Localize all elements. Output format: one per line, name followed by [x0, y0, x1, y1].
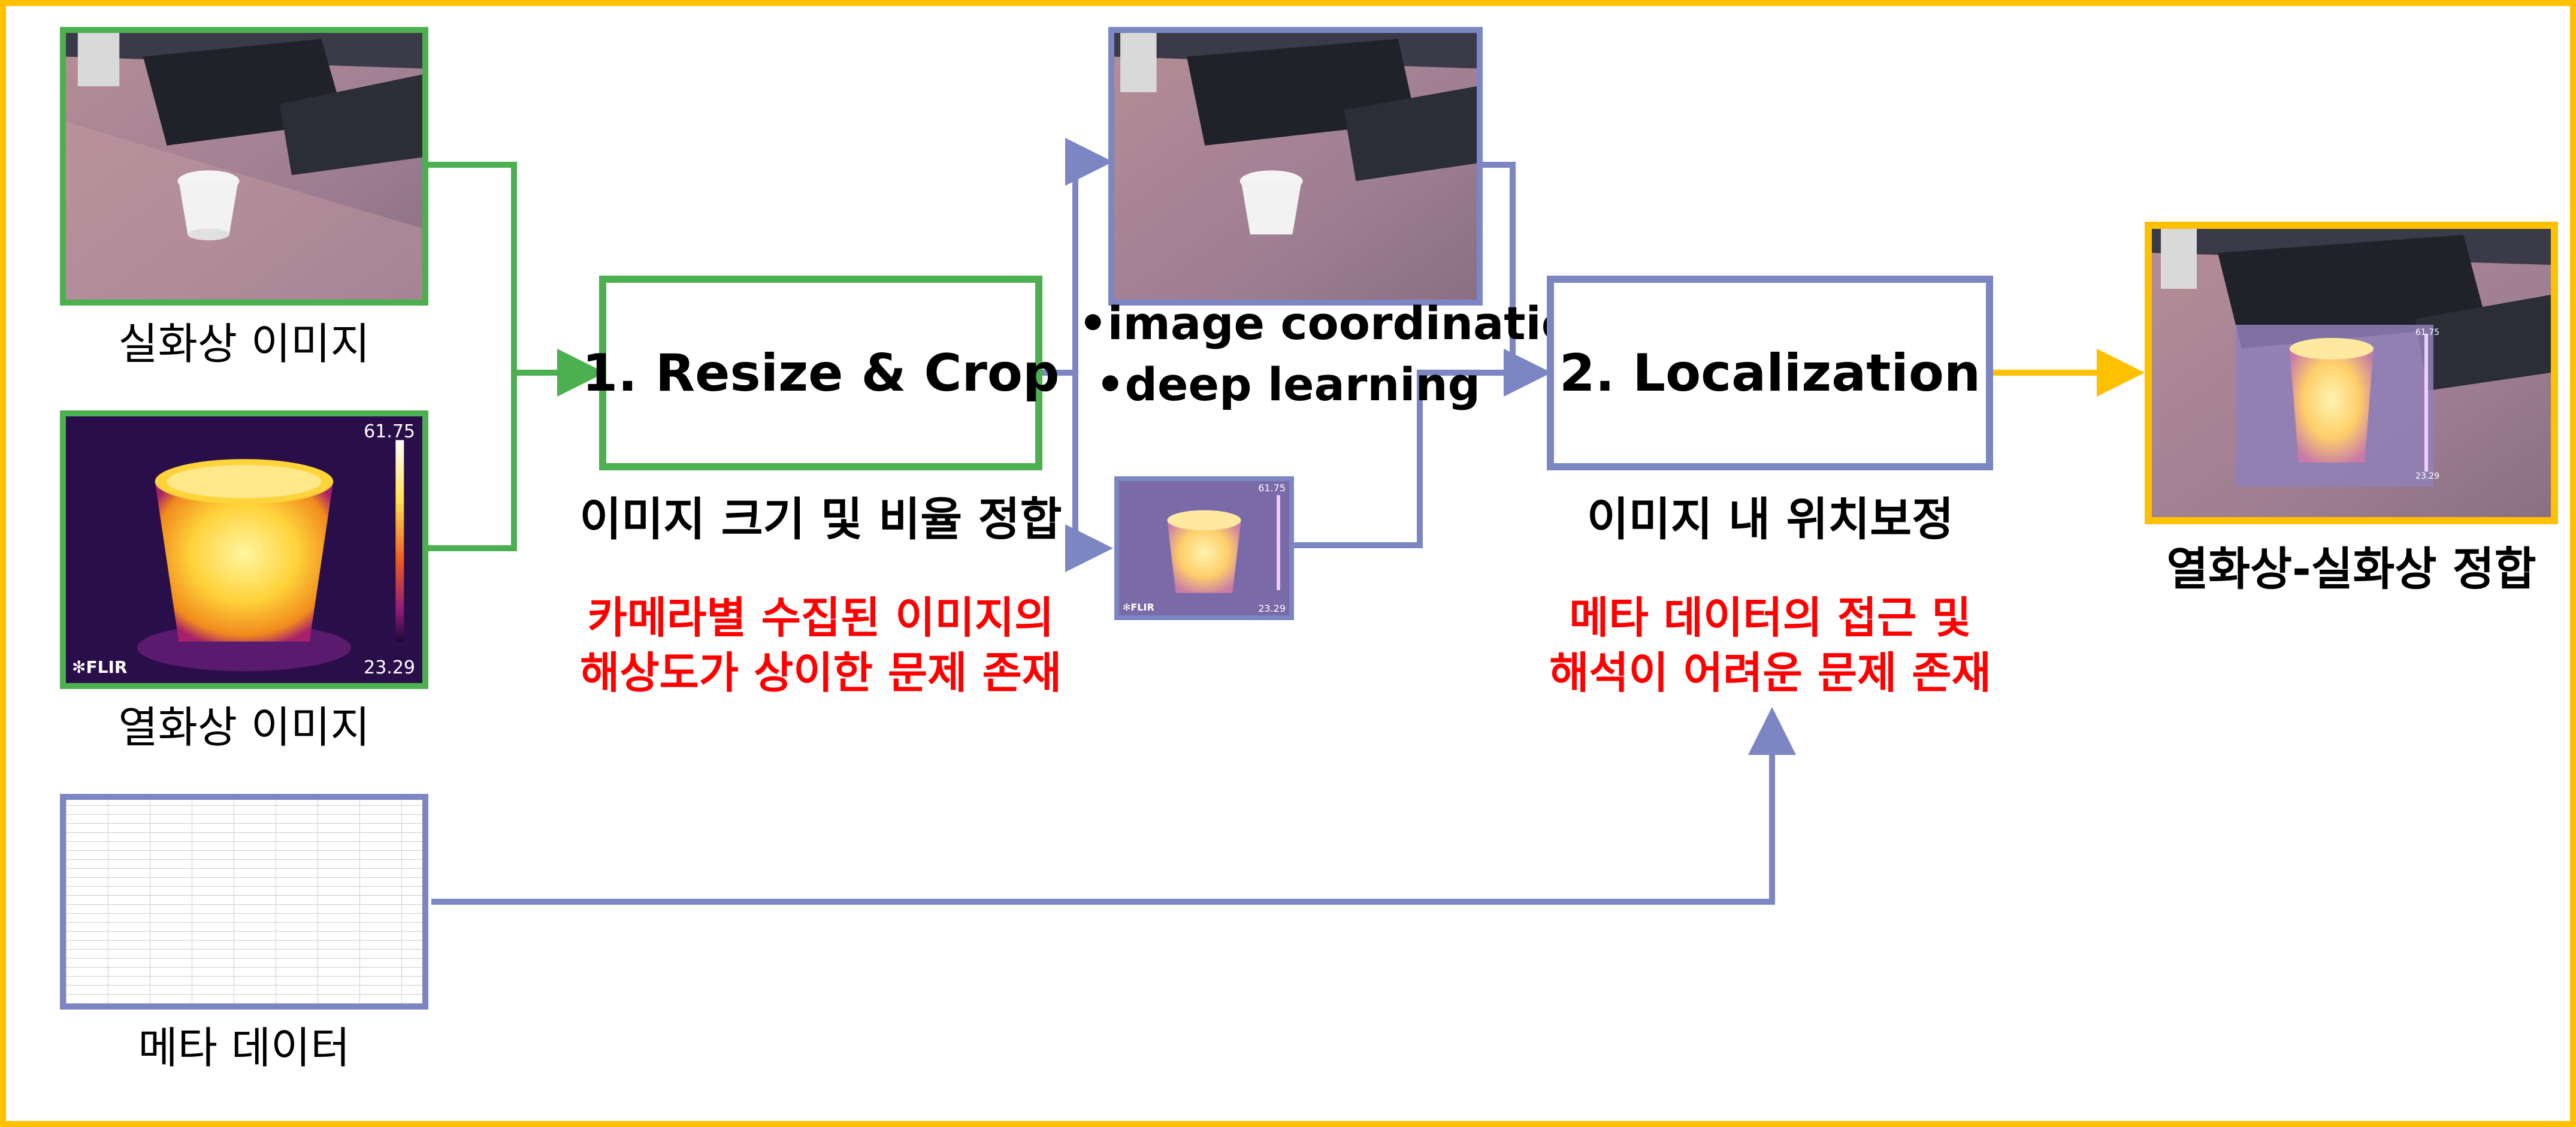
step1-caption: 이미지 크기 및 비율 정합 [579, 493, 1062, 546]
thermal-image-label: 열화상 이미지 [118, 702, 370, 753]
flir-icon: ✻ [72, 657, 86, 677]
blue-connector-step1-out [1039, 138, 1113, 376]
step1-problem-line1: 카메라별 수집된 이미지의 [587, 593, 1054, 643]
bullet-image-coordination: •image coordination [1078, 297, 1606, 350]
metadata-label: 메타 데이터 [138, 1023, 350, 1073]
step1-problem-line2: 해상도가 상이한 문제 존재 [580, 648, 1062, 698]
step2-caption: 이미지 내 위치보정 [1586, 493, 1954, 546]
output-overlay-max: 61.75 [2415, 328, 2440, 337]
output-overlay-min: 23.29 [2415, 472, 2440, 481]
rgb-photo-illustration [66, 33, 422, 300]
middle-thermal-image: 61.75 23.29 ✻FLIR [1114, 476, 1294, 620]
step2-problem-line1: 메타 데이터의 접근 및 [1569, 593, 1972, 643]
flir-logo: ✻FLIR [72, 657, 127, 677]
step2-problem-line2: 해석이 어려운 문제 존재 [1549, 648, 1991, 698]
blue-connector-thermal-to-step2 [1294, 370, 1513, 548]
output-label: 열화상-실화상 정합 [2166, 542, 2536, 596]
step2-title: 2. Localization [1559, 343, 1981, 403]
thermal-min-value: 23.29 [364, 657, 415, 678]
thermal-image: 61.75 23.29 ✻FLIR [60, 410, 428, 689]
middle-thermal-illustration [1119, 481, 1289, 615]
middle-flir-logo-text: FLIR [1130, 602, 1154, 613]
middle-rgb-photo-illustration [1114, 33, 1477, 300]
blue-connector-step1-out-low [1065, 373, 1113, 572]
middle-flir-logo: ✻FLIR [1123, 602, 1154, 613]
output-overlay-illustration [2152, 229, 2551, 517]
step2-box: 2. Localization [1547, 276, 1993, 470]
bullet-deep-learning: •deep learning [1096, 358, 1480, 411]
middle-flir-icon: ✻ [1123, 602, 1131, 613]
flir-logo-text: FLIR [86, 657, 128, 677]
thermal-photo-illustration [66, 416, 422, 683]
spreadsheet-grid [66, 800, 422, 1004]
rgb-image-label: 실화상 이미지 [118, 319, 370, 369]
middle-rgb-image [1108, 27, 1483, 306]
green-connector-rgb [428, 162, 517, 373]
middle-thermal-max: 61.75 [1258, 482, 1286, 494]
rgb-image [60, 27, 428, 306]
metadata-spreadsheet [60, 794, 428, 1010]
middle-thermal-min: 23.29 [1258, 603, 1286, 614]
blue-connector-meta [431, 707, 1796, 905]
thermal-max-value: 61.75 [364, 421, 415, 442]
step1-box: 1. Resize & Crop [582, 276, 1060, 470]
output-overlay-image: 61.75 23.29 [2145, 222, 2558, 524]
step1-title: 1. Resize & Crop [582, 343, 1060, 403]
blue-connector-rgb-to-step2 [1477, 162, 1516, 373]
green-connector-thermal [428, 373, 517, 551]
